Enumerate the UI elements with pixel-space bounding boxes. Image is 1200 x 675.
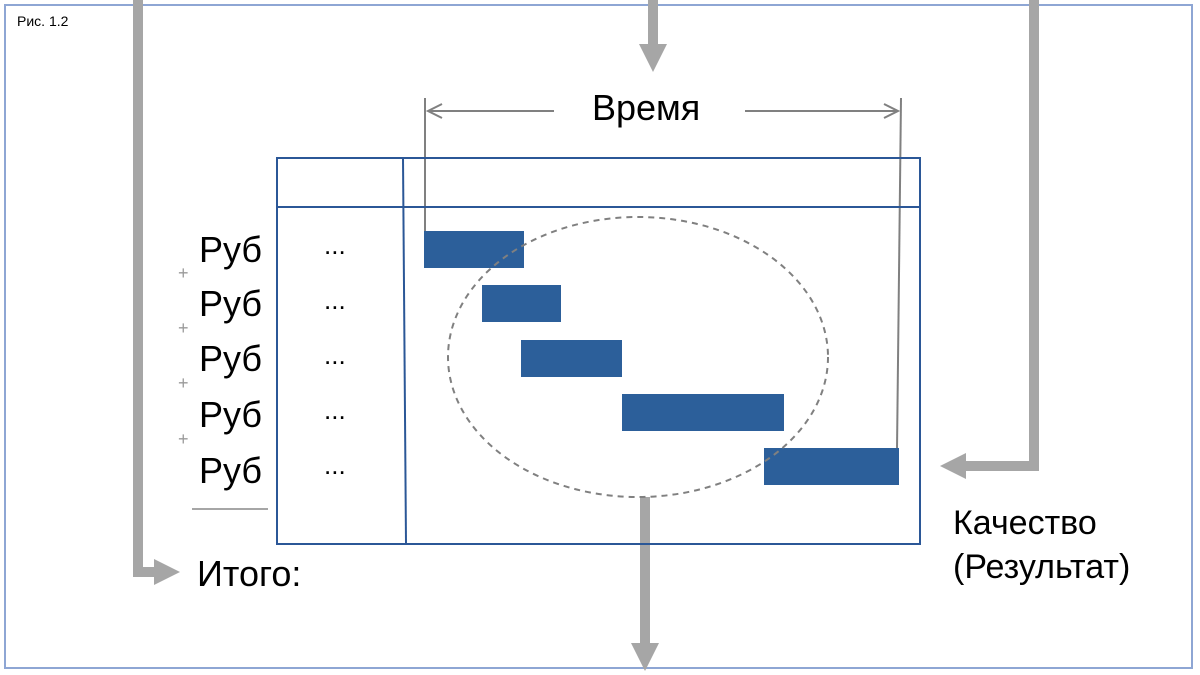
- row-label-rub: Руб: [199, 338, 263, 379]
- bottom-outgoing-arrow-head: [631, 643, 659, 671]
- row-ellipsis: ...: [324, 450, 346, 480]
- row-label-rub: Руб: [199, 229, 263, 270]
- time-label: Время: [592, 87, 701, 128]
- plus-sign: +: [178, 318, 189, 338]
- row-ellipsis: ...: [324, 340, 346, 370]
- gantt-bar: [482, 285, 561, 322]
- plus-sign: +: [178, 263, 189, 283]
- time-arrow-right-head: [883, 103, 901, 119]
- top-incoming-arrow-head: [639, 44, 667, 72]
- row-label-rub: Руб: [199, 450, 263, 491]
- row-ellipsis: ...: [324, 285, 346, 315]
- gantt-table-column-divider: [402, 157, 407, 545]
- gantt-table-frame: [276, 157, 921, 545]
- plus-sign: +: [178, 429, 189, 449]
- total-label: Итого:: [197, 553, 302, 594]
- figure-frame: [4, 4, 1193, 669]
- figure-caption: Рис. 1.2: [17, 13, 69, 29]
- dashed-ellipse: [447, 216, 829, 498]
- time-arrow-left-head: [425, 103, 443, 119]
- row-label-rub: Руб: [199, 394, 263, 435]
- gantt-bar: [424, 231, 524, 268]
- row-ellipsis: ...: [324, 395, 346, 425]
- row-ellipsis: ...: [324, 230, 346, 260]
- gantt-bar: [521, 340, 622, 377]
- plus-sign: +: [178, 373, 189, 393]
- quality-label: Качество: [953, 504, 1097, 542]
- row-label-rub: Руб: [199, 283, 263, 324]
- left-flow-arrow-head: [154, 559, 180, 585]
- gantt-bar: [622, 394, 784, 431]
- right-flow-arrow-head: [940, 453, 966, 479]
- quality-result-label: (Результат): [953, 548, 1131, 586]
- gantt-bar: [764, 448, 899, 485]
- time-marker-right: [896, 97, 902, 451]
